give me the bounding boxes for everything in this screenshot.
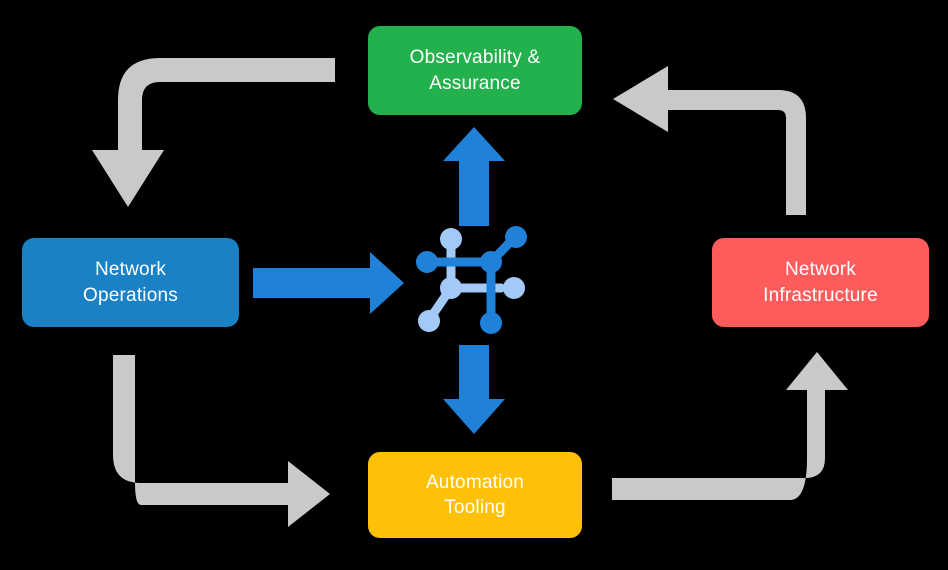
icon-nodes-secondary (418, 228, 525, 332)
cycle-arrow-operations-to-automation (113, 355, 330, 527)
node-observability-label: Observability & Assurance (409, 47, 541, 94)
node-operations-label: Network Operations (83, 259, 178, 306)
network-topology-icon (415, 220, 535, 340)
cycle-arrow-infrastructure-to-observability (613, 66, 806, 215)
icon-nodes-primary (416, 226, 527, 334)
cycle-arrow-automation-to-infrastructure (612, 352, 848, 500)
node-automation-tooling[interactable]: Automation Tooling (368, 452, 582, 538)
cycle-arrow-observability-to-operations (92, 58, 335, 207)
flow-arrow-center-to-automation (443, 345, 505, 434)
node-infrastructure-label: Network Infrastructure (763, 259, 878, 306)
node-network-infrastructure[interactable]: Network Infrastructure (712, 238, 929, 327)
node-network-operations[interactable]: Network Operations (22, 238, 239, 327)
network-topology-icon-svg (416, 226, 527, 334)
flow-arrow-operations-to-center (253, 252, 404, 314)
node-observability-assurance[interactable]: Observability & Assurance (368, 26, 582, 115)
node-automation-label: Automation Tooling (425, 471, 525, 518)
flow-arrow-center-to-observability (443, 127, 505, 226)
